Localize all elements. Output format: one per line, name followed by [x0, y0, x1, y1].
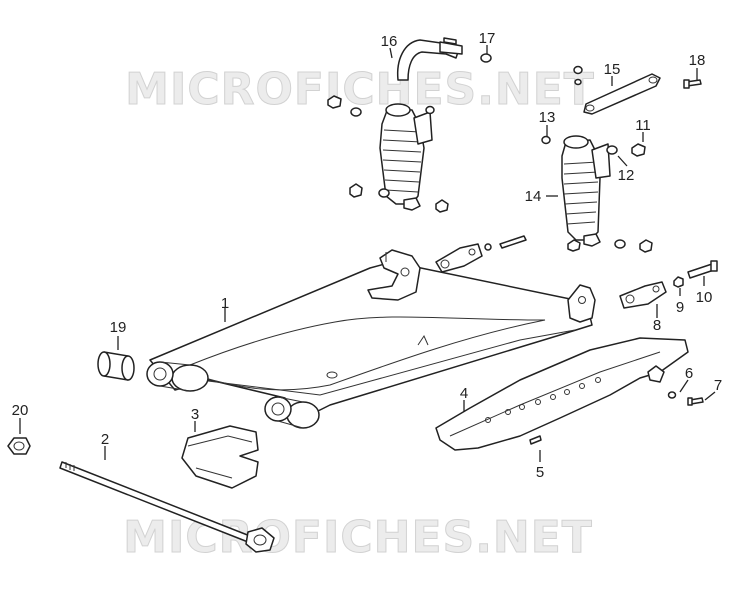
nut-left-bottom2 — [435, 199, 449, 213]
washer-6-part — [667, 391, 677, 399]
bracket-16-part — [396, 39, 463, 81]
chain-guard-part — [435, 337, 689, 451]
callout-19: 19 — [110, 319, 127, 336]
axle-bolt-part — [59, 461, 275, 553]
screw-7-part — [687, 397, 704, 406]
washer-left-top2 — [425, 105, 435, 115]
callout-18: 18 — [689, 52, 706, 69]
leader-lines — [19, 45, 716, 462]
callout-11: 11 — [635, 117, 651, 134]
link-8-part — [619, 281, 667, 309]
shock-absorber-left-part — [379, 103, 433, 211]
washer-17-part — [480, 53, 492, 63]
callout-6: 6 — [685, 365, 693, 382]
callout-1: 1 — [221, 295, 229, 312]
washer-13-part — [541, 135, 551, 145]
chain-slider-part — [181, 425, 259, 489]
nut-left-top — [327, 95, 342, 109]
swing-arm-part — [146, 249, 596, 429]
callout-14: 14 — [525, 188, 542, 205]
callout-2: 2 — [101, 431, 109, 448]
screw-5-part — [529, 435, 542, 445]
nut-right-bottom2 — [639, 239, 653, 253]
callout-5: 5 — [536, 464, 544, 481]
callout-20: 20 — [12, 402, 29, 419]
callout-13: 13 — [539, 109, 556, 126]
washer-right-top2 — [574, 78, 582, 86]
nut-11-part — [631, 143, 646, 157]
callout-4: 4 — [460, 385, 468, 402]
link-left-part — [435, 243, 483, 273]
callout-3: 3 — [191, 406, 199, 423]
washer-right-top — [573, 65, 583, 75]
callout-9: 9 — [676, 299, 684, 316]
nut-left-bottom — [349, 183, 363, 198]
link-bar-15-part — [583, 73, 661, 115]
callout-10: 10 — [696, 289, 713, 306]
callout-12: 12 — [618, 167, 635, 184]
washer-12-part — [606, 145, 618, 155]
watermark-top: MICROFICHES.NET — [125, 64, 595, 115]
callout-17: 17 — [479, 30, 496, 47]
nut-9-part — [673, 276, 684, 288]
washer-left-top — [350, 107, 362, 117]
nut-left-small — [484, 243, 492, 251]
bushing-part — [97, 351, 135, 381]
bolt-left-small — [499, 235, 527, 249]
washer-left-bottom — [378, 188, 390, 198]
callout-labels: 1 2 3 4 5 6 7 8 9 10 11 12 13 14 15 16 1… — [12, 30, 723, 481]
callout-8: 8 — [653, 317, 661, 334]
nut-part — [7, 437, 31, 455]
callout-16: 16 — [381, 33, 398, 50]
bolt-18-part — [683, 79, 702, 89]
callout-15: 15 — [604, 61, 621, 78]
washer-right-bottom — [614, 239, 626, 249]
shock-absorber-right-part — [561, 135, 611, 247]
bolt-16-small — [443, 37, 457, 45]
callout-7: 7 — [714, 377, 722, 394]
nut-right-bottom — [567, 239, 581, 252]
bolt-10-part — [687, 260, 718, 279]
